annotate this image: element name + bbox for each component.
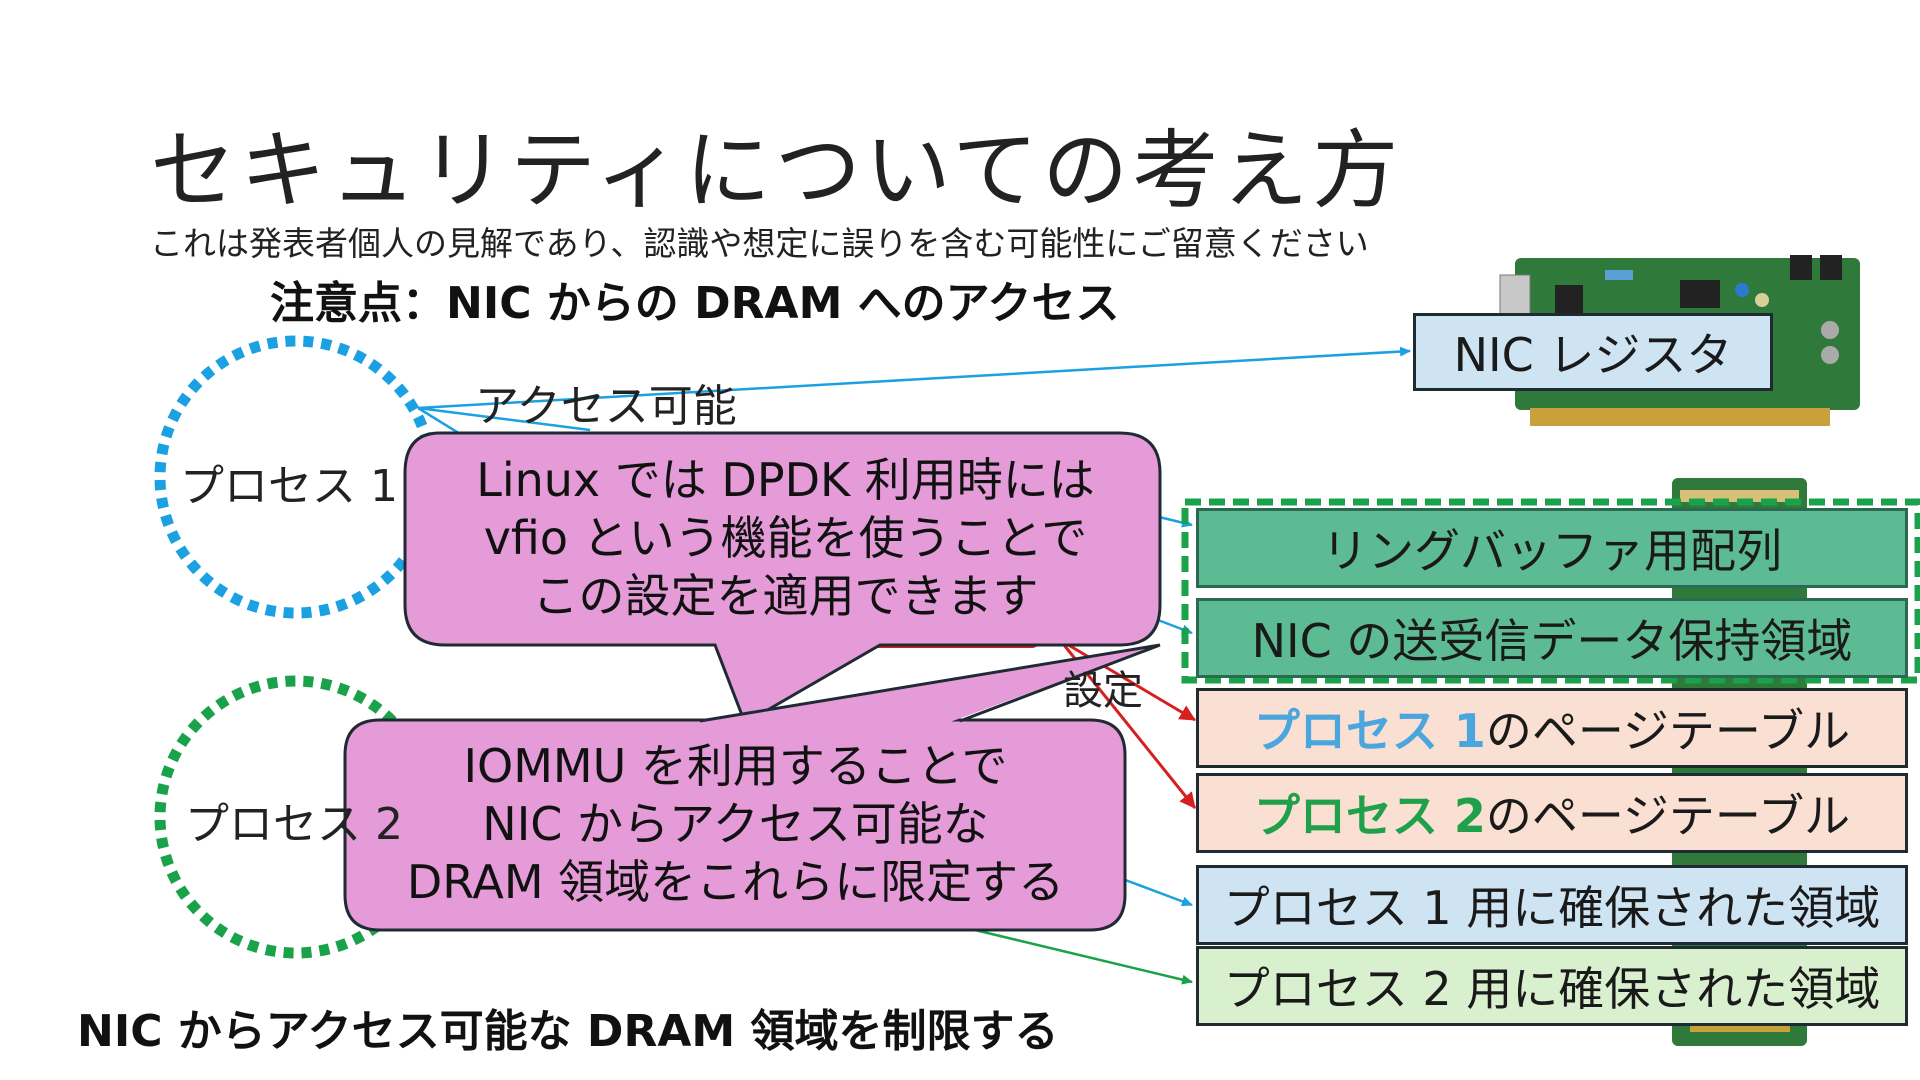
bottom-heading: NIC からアクセス可能な DRAM 領域を制限する <box>77 1006 1059 1057</box>
ring-buffer-box: リングバッファ用配列 <box>1196 508 1908 588</box>
iommu-callout-text: IOMMU を利用することで NIC からアクセス可能な DRAM 領域をこれら… <box>348 737 1123 911</box>
page-table-1-process: プロセス 1 <box>1253 704 1486 758</box>
process2-label: プロセス 2 <box>185 799 403 850</box>
ring-buffer-label: リングバッファ用配列 <box>1322 524 1782 578</box>
iommu-callout-line: DRAM 領域をこれらに限定する <box>406 855 1065 909</box>
slide-title: セキュリティについての考え方 <box>150 121 1403 221</box>
iommu-callout-line: NIC からアクセス可能な <box>482 797 989 851</box>
shared-region-outline <box>1181 498 1920 684</box>
caution-heading: 注意点：NIC からの DRAM へのアクセス <box>270 278 1120 329</box>
vfio-callout-line: Linux では DPDK 利用時には <box>476 453 1095 507</box>
process1-region-box: プロセス 1 用に確保された領域 <box>1196 865 1908 945</box>
nic-register-box: NIC レジスタ <box>1413 313 1773 391</box>
page-table-2-box: プロセス 2 のページテーブル <box>1196 773 1908 853</box>
vfio-callout-shape <box>403 431 1162 726</box>
vfio-callout-line: vfio という機能を使うことで <box>483 511 1088 565</box>
access-label: アクセス可能 <box>475 381 737 432</box>
process2-region-label: プロセス 2 用に確保された領域 <box>1223 962 1881 1016</box>
process2-region-box: プロセス 2 用に確保された領域 <box>1196 946 1908 1026</box>
page-table-1-rest: のページテーブル <box>1485 704 1851 758</box>
nic-data-box: NIC の送受信データ保持領域 <box>1196 598 1908 678</box>
nic-data-label: NIC の送受信データ保持領域 <box>1251 614 1853 668</box>
vfio-callout-text: Linux では DPDK 利用時には vfio という機能を使うことで この設… <box>408 451 1163 625</box>
nic-register-label: NIC レジスタ <box>1453 328 1733 382</box>
page-table-1-box: プロセス 1 のページテーブル <box>1196 688 1908 768</box>
page-table-2-rest: のページテーブル <box>1485 789 1851 843</box>
process1-access-arrows <box>417 346 1411 907</box>
iommu-callout-shape <box>343 718 1127 932</box>
process1-region-label: プロセス 1 用に確保された領域 <box>1223 881 1881 935</box>
iommu-callout-line: IOMMU を利用することで <box>463 739 1008 793</box>
vfio-callout-line: この設定を適用できます <box>532 569 1039 623</box>
page-table-2-process: プロセス 2 <box>1253 789 1486 843</box>
slide-subtitle: これは発表者個人の見解であり、認識や想定に誤りを含む可能性にご留意ください <box>150 224 1369 263</box>
setting-label: 設定 <box>1063 668 1143 714</box>
process1-label: プロセス 1 <box>180 461 398 512</box>
